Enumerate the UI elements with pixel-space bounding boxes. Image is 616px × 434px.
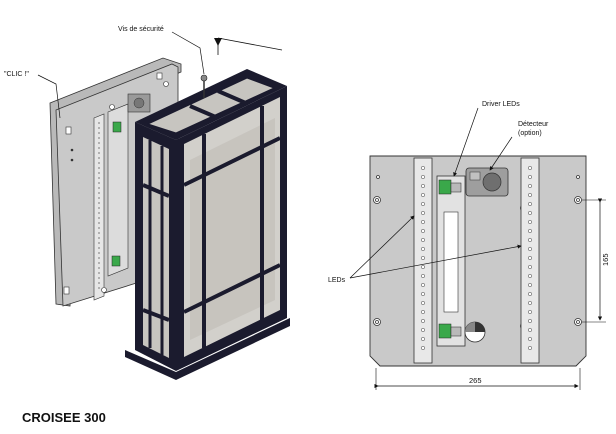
detector-module bbox=[465, 167, 509, 197]
security-screw-label: Vis de sécurité bbox=[118, 26, 164, 33]
dimension-width bbox=[374, 368, 581, 390]
clip-label: "CLIC !" bbox=[4, 71, 29, 78]
led-dot bbox=[421, 184, 425, 188]
assembly-arrow-icon bbox=[214, 37, 283, 55]
led-dot bbox=[421, 229, 425, 233]
led-dot bbox=[421, 328, 425, 332]
led-dot bbox=[421, 337, 425, 341]
height-dimension-label: 165 bbox=[601, 253, 610, 266]
led-dot bbox=[528, 328, 532, 332]
led-dot bbox=[528, 220, 532, 224]
led-dot bbox=[421, 211, 425, 215]
led-dot bbox=[528, 238, 532, 242]
leader-clip bbox=[37, 74, 61, 119]
led-dot bbox=[528, 247, 532, 251]
security-screw bbox=[200, 74, 208, 98]
led-dot bbox=[421, 301, 425, 305]
led-dot bbox=[421, 310, 425, 314]
led-dot bbox=[421, 274, 425, 278]
led-dot bbox=[421, 175, 425, 179]
leader-leds-1 bbox=[349, 215, 415, 279]
front-view: Driver LEDs Détecteur (option) LEDs 265 … bbox=[328, 101, 610, 390]
led-dot bbox=[421, 319, 425, 323]
led-dot bbox=[528, 301, 532, 305]
lantern-housing bbox=[125, 69, 290, 380]
led-dot bbox=[528, 184, 532, 188]
led-dot bbox=[421, 220, 425, 224]
led-dot bbox=[528, 337, 532, 341]
driver-leds-label: Driver LEDs bbox=[482, 101, 520, 108]
led-dot bbox=[528, 175, 532, 179]
led-dot bbox=[528, 310, 532, 314]
product-title: CROISEE 300 bbox=[22, 410, 106, 425]
led-dot bbox=[528, 274, 532, 278]
led-dot bbox=[421, 166, 425, 170]
leader-security-screw bbox=[171, 31, 205, 75]
leader-detector bbox=[489, 136, 513, 171]
leader-leds-2 bbox=[349, 244, 522, 279]
led-dot bbox=[421, 292, 425, 296]
led-dot bbox=[528, 193, 532, 197]
led-dot bbox=[421, 283, 425, 287]
led-dot bbox=[528, 283, 532, 287]
led-dot bbox=[421, 247, 425, 251]
dimension-height bbox=[582, 198, 606, 323]
exploded-view: Vis de sécurité "CLIC !" bbox=[4, 26, 290, 380]
led-dot bbox=[528, 319, 532, 323]
led-dot bbox=[421, 202, 425, 206]
led-strip-left bbox=[413, 157, 433, 364]
led-dot bbox=[528, 265, 532, 269]
led-dot bbox=[421, 346, 425, 350]
detector-label: Détecteur bbox=[518, 121, 549, 128]
fan-icon bbox=[464, 321, 486, 343]
detector-option-label: (option) bbox=[518, 130, 542, 137]
led-dot bbox=[421, 265, 425, 269]
led-dot bbox=[528, 166, 532, 170]
led-dot bbox=[528, 292, 532, 296]
led-strip-right bbox=[520, 157, 540, 364]
led-dot bbox=[528, 229, 532, 233]
leader-driver-leds bbox=[453, 107, 479, 177]
width-dimension-label: 265 bbox=[469, 376, 482, 385]
led-dot bbox=[528, 211, 532, 215]
led-dot bbox=[528, 346, 532, 350]
led-dot bbox=[528, 256, 532, 260]
led-dot bbox=[528, 202, 532, 206]
led-dot bbox=[421, 256, 425, 260]
led-dot bbox=[421, 193, 425, 197]
led-dot bbox=[421, 238, 425, 242]
leds-label: LEDs bbox=[328, 277, 346, 284]
